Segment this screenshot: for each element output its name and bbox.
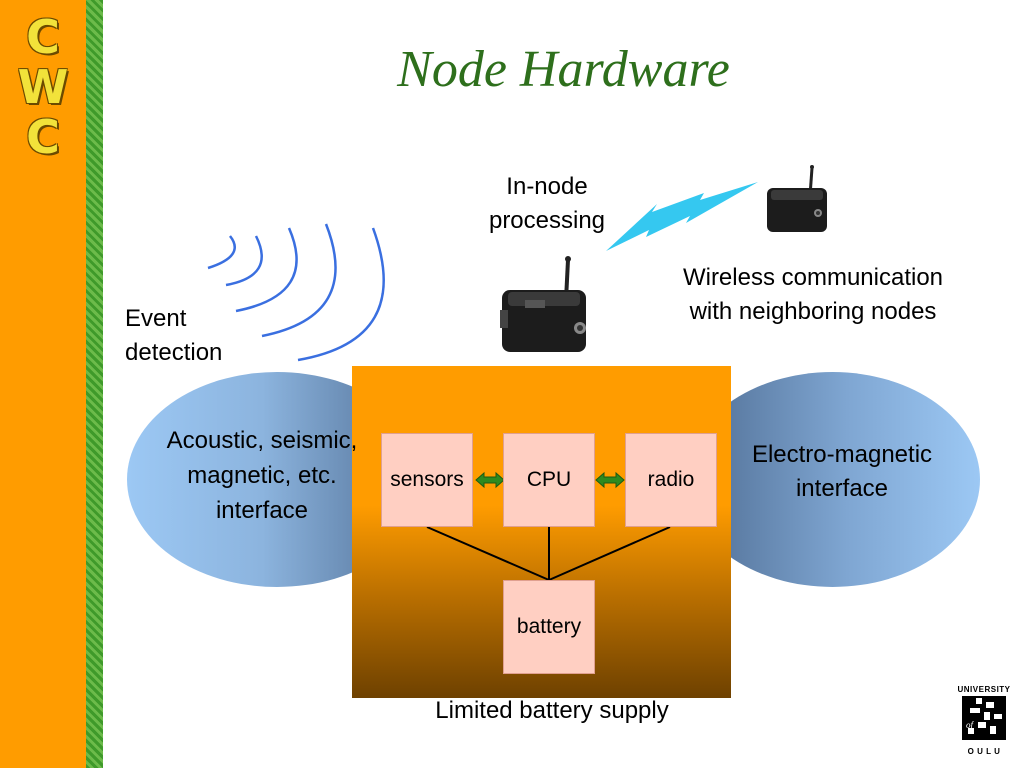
in-node-processing-line2: processing xyxy=(488,207,606,234)
logo-letter-w: W xyxy=(17,60,69,114)
left-brand-bar: C W C xyxy=(0,0,86,768)
sensor-node-device-icon xyxy=(500,256,586,352)
cpu-label: CPU xyxy=(526,468,572,491)
sensors-label: sensors xyxy=(390,468,464,491)
battery-component: battery xyxy=(503,580,595,674)
cpu-radio-arrow-icon xyxy=(595,471,625,489)
uni-of-text: of xyxy=(966,720,975,730)
sensors-cpu-arrow-icon xyxy=(475,471,505,489)
event-detection-label: Event detection xyxy=(125,302,265,370)
radio-label: radio xyxy=(647,468,695,491)
sensor-interface-line1: Acoustic, seismic, xyxy=(166,427,358,454)
event-detection-line1: Event xyxy=(125,305,187,332)
event-waves-icon xyxy=(207,223,385,362)
em-interface-line2: interface xyxy=(795,475,889,502)
in-node-processing-line1: In-node xyxy=(506,173,588,200)
university-oulu-logo: UNIVERSITY of O U L U xyxy=(957,684,1010,758)
em-interface-line1: Electro-magnetic xyxy=(751,441,933,468)
sensor-interface-line3: interface xyxy=(215,497,309,524)
sensors-component: sensors xyxy=(381,433,473,527)
battery-label: battery xyxy=(516,615,582,638)
slide-title: Node Hardware xyxy=(397,41,730,98)
em-interface-ellipse xyxy=(685,372,980,587)
em-interface-label: Electro-magnetic interface xyxy=(722,438,962,506)
neighbor-node-device-icon xyxy=(767,165,827,232)
cpu-component: CPU xyxy=(503,433,595,527)
sensor-interface-label: Acoustic, seismic, magnetic, etc. interf… xyxy=(140,423,384,528)
logo-letter-c1: C xyxy=(26,10,60,64)
green-stripe xyxy=(86,0,103,768)
battery-supply-label: Limited battery supply xyxy=(435,697,669,724)
radio-component: radio xyxy=(625,433,717,527)
uni-top-text: UNIVERSITY xyxy=(958,685,1010,694)
wireless-line1: Wireless communication xyxy=(682,264,944,291)
logo-letter-c2: C xyxy=(26,110,60,164)
in-node-processing-label: In-node processing xyxy=(474,170,620,238)
wireless-communication-label: Wireless communication with neighboring … xyxy=(650,261,976,329)
wireless-lightning-icon xyxy=(606,182,758,251)
wireless-line2: with neighboring nodes xyxy=(689,298,937,325)
component-connectors xyxy=(426,526,671,581)
oulu-logo-graphic: UNIVERSITY of O U L U xyxy=(957,685,1010,756)
sensor-interface-line2: magnetic, etc. xyxy=(187,462,337,489)
event-detection-line2: detection xyxy=(125,339,223,366)
uni-bottom-text: O U L U xyxy=(968,747,1001,756)
